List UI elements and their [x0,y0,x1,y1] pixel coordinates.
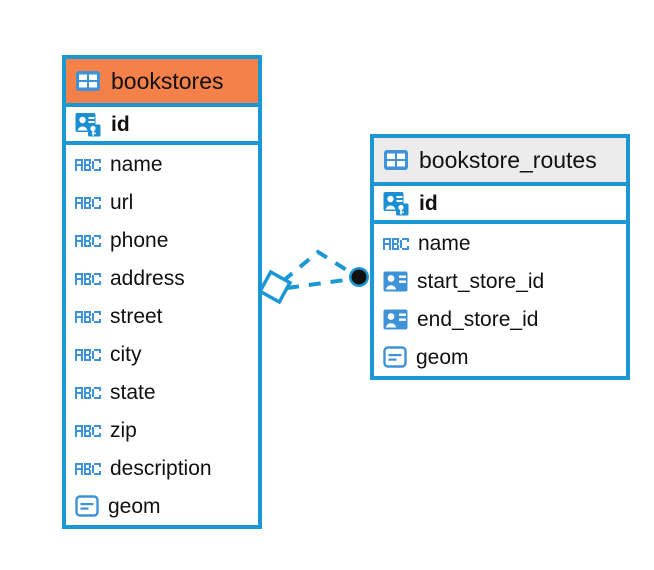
field-row-id[interactable]: id [66,103,258,145]
field-row-phone[interactable]: phone [66,221,258,259]
entity-title: bookstore_routes [419,146,597,173]
field-label: start_store_id [417,269,545,293]
field-label: address [110,266,185,290]
field-label: street [110,304,163,328]
field-label: zip [110,418,137,442]
field-row-start-store-id[interactable]: start_store_id [374,262,626,300]
field-label: city [110,342,142,366]
field-label: state [110,380,156,404]
field-row-street[interactable]: street [66,297,258,335]
field-row-state[interactable]: state [66,373,258,411]
abc-text-icon [75,195,101,209]
field-row-url[interactable]: url [66,183,258,221]
field-row-name[interactable]: name [374,224,626,262]
abc-text-icon [75,271,101,285]
entity-header-bookstores[interactable]: bookstores [66,59,258,103]
field-row-city[interactable]: city [66,335,258,373]
field-row-geom[interactable]: geom [374,338,626,376]
field-label: url [110,190,134,214]
field-row-end-store-id[interactable]: end_store_id [374,300,626,338]
abc-text-icon [75,423,101,437]
foreign-key-icon [383,307,408,332]
field-label: geom [108,494,161,518]
entity-table-bookstores[interactable]: bookstores id [62,55,262,529]
field-label: geom [416,345,469,369]
field-label: name [418,231,471,255]
field-label: id [111,112,130,136]
field-row-description[interactable]: description [66,449,258,487]
entity-header-bookstore-routes[interactable]: bookstore_routes [374,138,626,182]
entity-field-list: id [374,182,626,376]
foreign-key-icon [383,269,408,294]
field-label: end_store_id [417,307,539,331]
relationship-line-upper [281,249,355,283]
primary-key-icon [75,111,102,138]
entity-table-bookstore-routes[interactable]: bookstore_routes [370,134,630,380]
field-label: description [110,456,212,480]
field-row-zip[interactable]: zip [66,411,258,449]
field-label: id [419,191,438,215]
abc-text-icon [75,385,101,399]
table-icon [383,149,409,171]
abc-text-icon [75,157,101,171]
entity-title: bookstores [111,67,224,94]
abc-text-icon [383,236,409,250]
field-label: name [110,152,163,176]
abc-text-icon [75,233,101,247]
table-icon [75,70,101,92]
geometry-icon [75,495,99,517]
field-row-name[interactable]: name [66,145,258,183]
abc-text-icon [75,461,101,475]
relationship-line-lower [286,277,353,290]
filled-circle-marker-icon [349,267,369,287]
primary-key-icon [383,190,410,217]
abc-text-icon [75,347,101,361]
field-row-geom[interactable]: geom [66,487,258,525]
field-row-id[interactable]: id [374,182,626,224]
abc-text-icon [75,309,101,323]
field-label: phone [110,228,169,252]
field-row-address[interactable]: address [66,259,258,297]
geometry-icon [383,346,407,368]
entity-field-list: id [66,103,258,525]
